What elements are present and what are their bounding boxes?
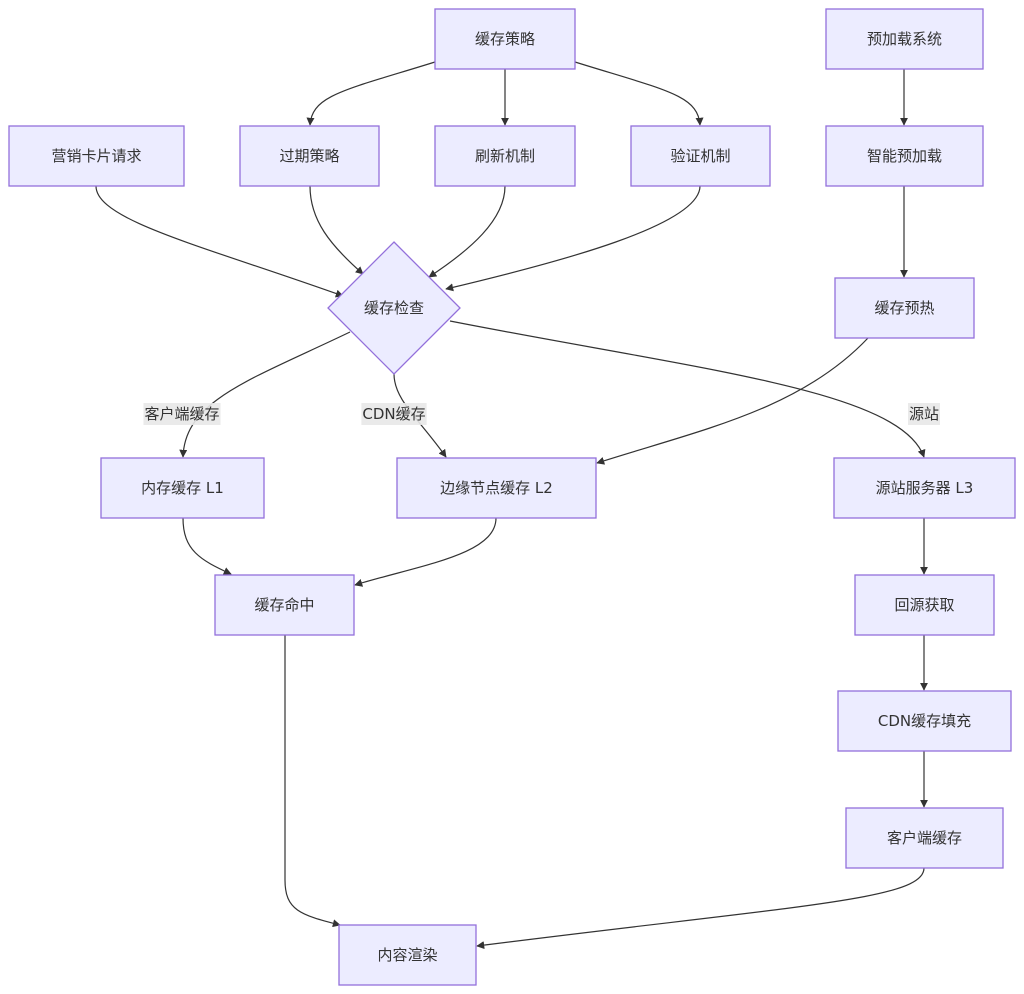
node-box (825, 125, 984, 187)
node-box (837, 690, 1012, 752)
node-label: 客户端缓存 (887, 829, 962, 847)
edge-check-to-l3 (449, 320, 926, 458)
edge-label-background (361, 403, 427, 425)
node-box (833, 457, 1016, 519)
node-cdn-fill[interactable]: CDN缓存填充 (837, 690, 1012, 752)
edge-label-background (143, 403, 221, 425)
edge-expire-to-check (309, 185, 364, 275)
edge-refresh-to-check (428, 185, 506, 278)
node-label: 源站服务器 L3 (876, 479, 974, 497)
node-label: 内存缓存 L1 (141, 479, 224, 497)
node-label: 缓存命中 (254, 596, 314, 614)
node-l3[interactable]: 源站服务器 L3 (833, 457, 1016, 519)
edge-label-check-to-l1: 客户端缓存 (143, 403, 221, 425)
node-label: 缓存检查 (364, 299, 424, 317)
node-verify[interactable]: 验证机制 (630, 125, 771, 187)
node-box (100, 457, 265, 519)
node-refresh[interactable]: 刷新机制 (434, 125, 576, 187)
node-box (834, 277, 975, 339)
node-expire[interactable]: 过期策略 (239, 125, 380, 187)
node-label: 验证机制 (670, 147, 730, 165)
node-request[interactable]: 营销卡片请求 (8, 125, 185, 187)
node-l2[interactable]: 边缘节点缓存 L2 (396, 457, 597, 519)
node-box (214, 574, 355, 636)
node-box (630, 125, 771, 187)
edge-label-background (907, 403, 941, 425)
node-label: 缓存预热 (874, 299, 934, 317)
node-box (338, 924, 477, 986)
node-label: 营销卡片请求 (51, 147, 141, 165)
edge-labels-layer: 客户端缓存 CDN缓存 源站 (143, 403, 941, 425)
node-hit[interactable]: 缓存命中 (214, 574, 355, 636)
node-box (845, 807, 1004, 869)
node-box (396, 457, 597, 519)
edge-client_cache-to-render (476, 867, 925, 950)
node-box (854, 574, 995, 636)
node-label: 缓存策略 (475, 30, 535, 48)
edges-layer (95, 61, 928, 950)
edge-warmup-to-l2 (596, 337, 869, 465)
edge-label-check-to-l3: 源站 (907, 403, 941, 425)
node-label: 刷新机制 (475, 147, 535, 165)
node-label: 回源获取 (894, 596, 954, 614)
edge-check-to-l1 (179, 331, 351, 458)
edge-strategy-to-verify (574, 61, 704, 126)
node-label: 过期策略 (279, 147, 339, 165)
node-fetch[interactable]: 回源获取 (854, 574, 995, 636)
node-strategy[interactable]: 缓存策略 (434, 8, 576, 70)
node-box (434, 125, 576, 187)
edge-request-to-check (95, 185, 344, 298)
node-label: 边缘节点缓存 L2 (440, 479, 553, 497)
edge-verify-to-check (445, 185, 701, 292)
edge-label-check-to-l2: CDN缓存 (361, 403, 427, 425)
node-box (434, 8, 576, 70)
node-box (8, 125, 185, 187)
edge-l1-to-hit (182, 517, 232, 575)
node-box (825, 8, 984, 70)
node-box (239, 125, 380, 187)
edge-hit-to-render (284, 635, 341, 928)
node-label: 预加载系统 (867, 30, 942, 48)
node-render[interactable]: 内容渲染 (338, 924, 477, 986)
node-preload-sys[interactable]: 预加载系统 (825, 8, 984, 70)
node-label: CDN缓存填充 (878, 712, 971, 730)
decision-diamond (327, 241, 461, 375)
node-check[interactable]: 缓存检查 (327, 241, 461, 375)
edge-label-text: 源站 (909, 405, 939, 423)
node-label: 智能预加载 (867, 147, 942, 165)
node-client-cache[interactable]: 客户端缓存 (845, 807, 1004, 869)
node-l1[interactable]: 内存缓存 L1 (100, 457, 265, 519)
node-warmup[interactable]: 缓存预热 (834, 277, 975, 339)
edge-strategy-to-expire (306, 61, 436, 126)
edge-label-text: 客户端缓存 (144, 405, 219, 423)
edge-l2-to-hit (354, 517, 497, 587)
node-smart-preload[interactable]: 智能预加载 (825, 125, 984, 187)
node-label: 内容渲染 (377, 946, 437, 964)
edge-label-text: CDN缓存 (362, 405, 425, 423)
